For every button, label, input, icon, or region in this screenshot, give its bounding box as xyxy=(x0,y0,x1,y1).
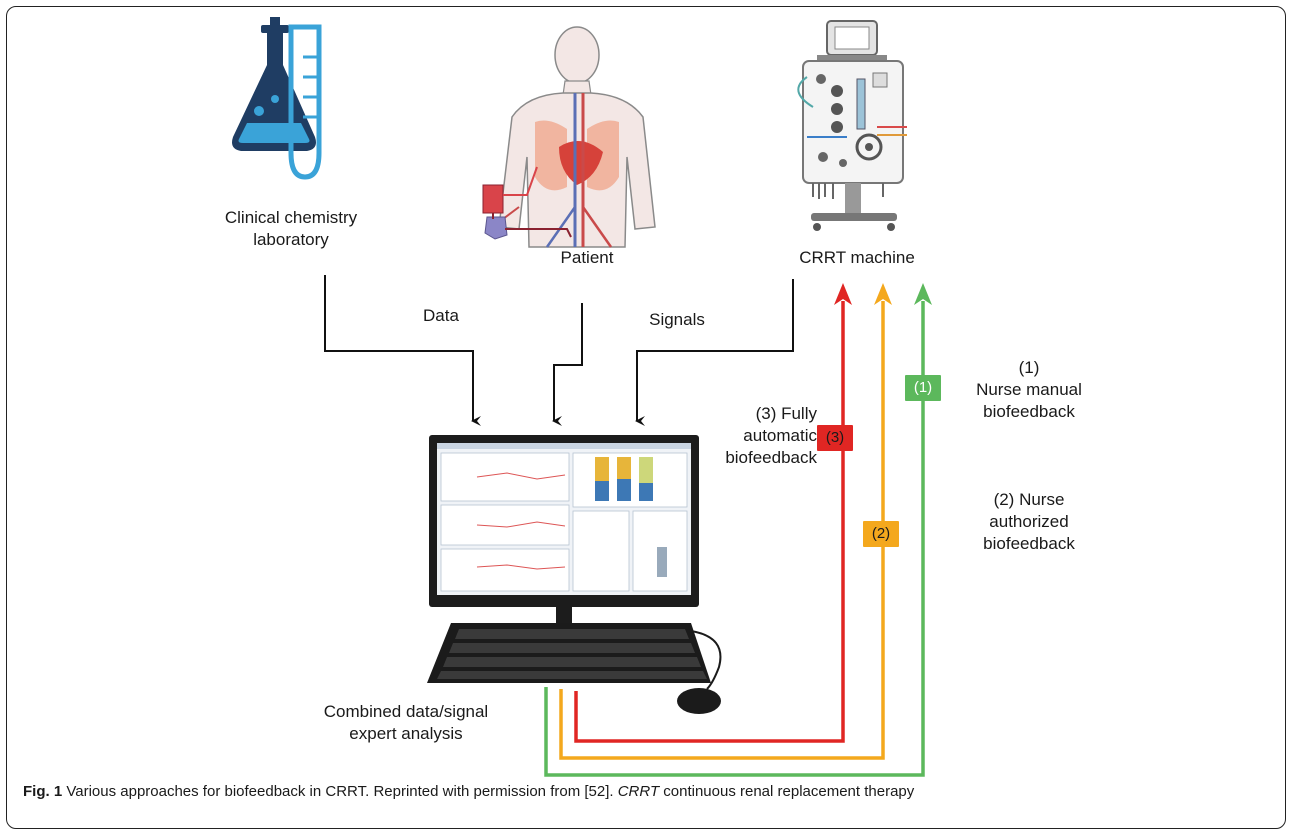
manual-line xyxy=(544,301,925,777)
keyboard-icon xyxy=(427,623,711,683)
authorized-arrowhead xyxy=(874,283,892,305)
crrt-label: CRRT machine xyxy=(799,248,915,267)
monitor-icon xyxy=(429,435,699,631)
signals-flow-label: Signals xyxy=(649,310,705,329)
crrt-signals-arrow xyxy=(635,279,794,426)
caption-abbreviation: CRRT xyxy=(617,783,660,800)
analysis-label: Combined data/signal expert analysis xyxy=(323,702,489,743)
caption-fig-number: Fig. 1 xyxy=(23,783,63,800)
crrt-machine-icon xyxy=(797,20,907,231)
manual-arrowhead xyxy=(914,283,932,305)
fully-auto-line xyxy=(574,301,845,743)
patient-body-icon xyxy=(498,26,656,248)
lab-data-arrow xyxy=(324,275,481,426)
figure-caption: Fig. 1 Various approaches for biofeedbac… xyxy=(23,783,914,800)
fully-auto-arrowhead xyxy=(834,283,852,305)
manual-label: (1) Nurse manual biofeedback xyxy=(976,358,1082,421)
lab-flask-icon xyxy=(232,17,316,151)
lab-label: Clinical chemistry laboratory xyxy=(224,208,358,249)
manual-badge: (1) xyxy=(905,375,941,401)
diagram-canvas xyxy=(232,17,932,777)
fully-auto-label: (3) Fully automatic biofeedback xyxy=(725,404,817,467)
patient-label: Patient xyxy=(560,248,614,267)
authorized-label: (2) Nurse authorized biofeedback xyxy=(983,490,1075,553)
caption-text-2: continuous renal replacement therapy xyxy=(659,783,915,800)
mouse-icon xyxy=(677,688,721,714)
patient-data-arrow xyxy=(552,303,583,426)
data-flow-label: Data xyxy=(423,306,459,325)
authorized-badge: (2) xyxy=(863,521,899,547)
figure-frame: Clinical chemistry laboratory Patient CR… xyxy=(6,6,1286,829)
input-flows xyxy=(324,275,794,426)
caption-text-1: Various approaches for biofeedback in CR… xyxy=(62,783,618,800)
blood-circuit-icon xyxy=(482,166,572,240)
test-tube-icon xyxy=(288,24,322,180)
mouse-cable xyxy=(690,630,722,690)
fully-auto-badge: (3) xyxy=(817,425,853,451)
